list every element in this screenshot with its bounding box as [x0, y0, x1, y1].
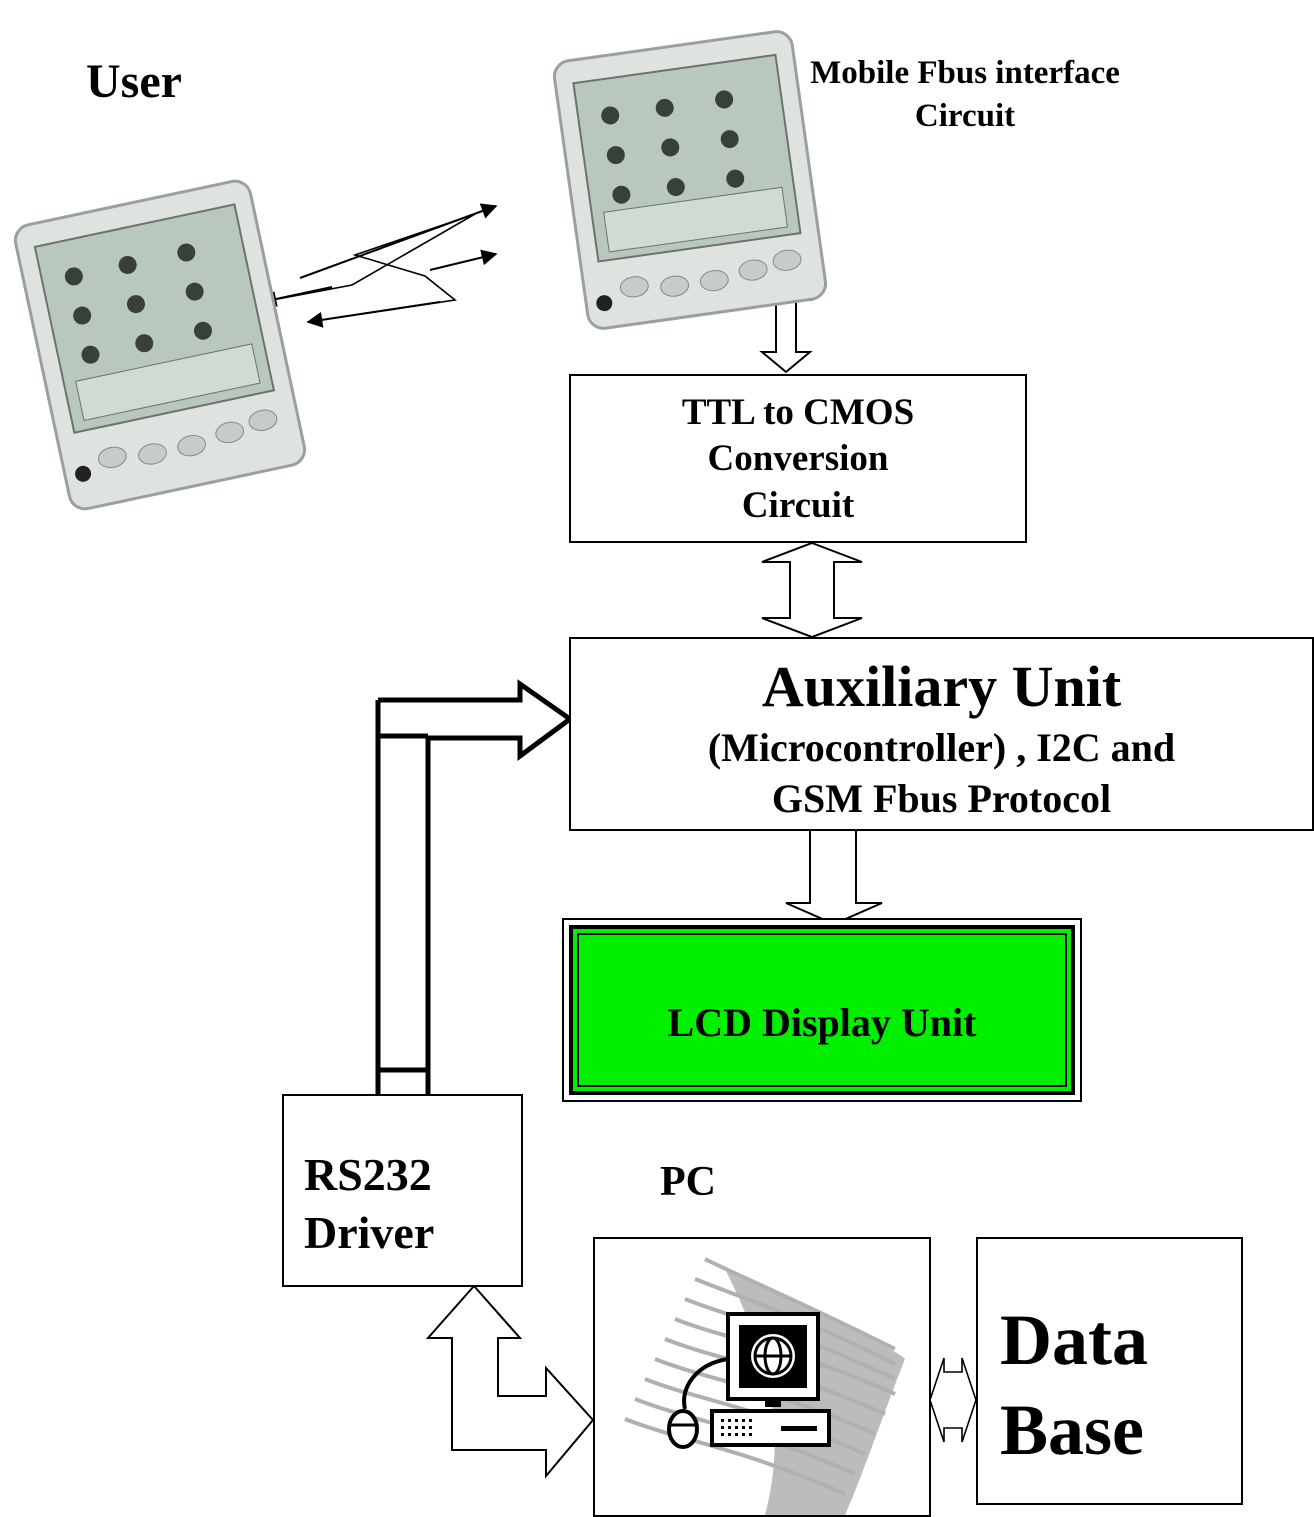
auxiliary-unit-box: Auxiliary Unit (Microcontroller) , I2C a…	[569, 637, 1314, 831]
rs232-line-1: RS232	[304, 1149, 432, 1200]
mobile-fbus-line-1: Mobile Fbus interface	[810, 55, 1120, 91]
wireless-link	[260, 203, 498, 328]
ttl-cmos-line-3: Circuit	[741, 484, 855, 526]
pc-label: PC	[660, 1159, 716, 1205]
database-box: Data Base	[976, 1237, 1243, 1505]
mobile-fbus-line-2: Circuit	[914, 97, 1016, 134]
rs232-pc-arrow	[425, 1284, 595, 1479]
user-label: User	[86, 55, 182, 108]
auxiliary-unit-sub-1: (Microcontroller) , I2C and	[707, 724, 1176, 770]
database-line-2: Base	[1000, 1390, 1144, 1470]
lcd-display-box: LCD Display Unit	[562, 918, 1082, 1102]
computer-globe-icon	[624, 1257, 905, 1515]
lcd-display-label: LCD Display Unit	[667, 1000, 977, 1045]
ttl-cmos-line-2: Conversion	[707, 438, 889, 480]
aux-lcd-arrow	[785, 829, 883, 926]
rs232-aux-bus	[375, 679, 575, 1094]
pc-box	[593, 1237, 931, 1517]
mobile-pda-icon	[542, 23, 838, 336]
ttl-cmos-box: TTL to CMOS Conversion Circuit	[569, 374, 1027, 543]
ttl-aux-arrow	[761, 541, 863, 639]
user-pda-icon	[2, 171, 319, 519]
mobile-fbus-label: Mobile Fbus interface Circuit	[790, 52, 1140, 138]
rs232-driver-box: RS232 Driver	[282, 1094, 523, 1287]
pc-db-arrow	[929, 1357, 977, 1443]
database-line-1: Data	[1000, 1300, 1148, 1380]
auxiliary-unit-sub-2: GSM Fbus Protocol	[771, 775, 1112, 821]
auxiliary-unit-title: Auxiliary Unit	[761, 654, 1122, 719]
ttl-cmos-line-1: TTL to CMOS	[681, 392, 915, 433]
rs232-line-2: Driver	[304, 1207, 435, 1259]
